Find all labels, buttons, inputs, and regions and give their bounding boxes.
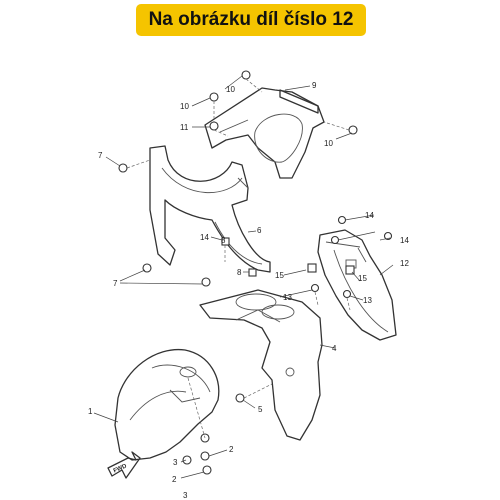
callout-15-left: 15 xyxy=(275,271,284,280)
screw-14-left xyxy=(337,215,347,225)
callout-1: 1 xyxy=(88,407,93,416)
callout-8-upper: 8 xyxy=(221,236,226,245)
callout-3-upper: 3 xyxy=(173,458,178,467)
callout-2-lower: 2 xyxy=(172,475,177,484)
clip-8-lower xyxy=(248,268,257,277)
fwd-arrow-icon: FWD xyxy=(107,451,141,479)
callout-6: 6 xyxy=(257,226,262,235)
banner-title: Na obrázku díl číslo 12 xyxy=(148,9,354,30)
part-1-front-fender xyxy=(114,348,220,461)
bolt-3-lower xyxy=(182,455,192,465)
callout-14-right: 14 xyxy=(400,236,409,245)
bolt-5 xyxy=(235,393,245,403)
clip-15-right xyxy=(345,265,355,275)
leader-lines xyxy=(93,75,394,479)
callout-10-top: 10 xyxy=(226,85,235,94)
fasteners xyxy=(118,70,393,475)
screw-14-mid xyxy=(330,235,340,245)
callout-12: 12 xyxy=(400,259,409,268)
bolt-10-top xyxy=(241,70,251,80)
callout-4: 4 xyxy=(332,344,337,353)
callout-3-lower: 3 xyxy=(183,491,188,500)
part-12-side-cover xyxy=(317,229,397,341)
callout-10-right: 10 xyxy=(324,139,333,148)
callout-8-lower: 8 xyxy=(237,268,242,277)
alignment-lines xyxy=(126,78,351,439)
callout-7-upper: 7 xyxy=(98,151,103,160)
bolt-7-lower-left xyxy=(142,263,152,273)
washer-11 xyxy=(209,121,219,131)
clip-8-upper xyxy=(221,237,230,246)
callout-14-left: 14 xyxy=(200,233,209,242)
callout-13-left: 13 xyxy=(283,293,292,302)
title-banner: Na obrázku díl číslo 12 xyxy=(136,4,366,36)
fwd-label: FWD xyxy=(113,463,129,474)
bolt-7-upper xyxy=(118,163,128,173)
bolt-10-right xyxy=(348,125,358,135)
clip-15-left xyxy=(307,263,317,273)
callout-2-upper: 2 xyxy=(229,445,234,454)
callout-numbers: 9 10 10 11 10 7 6 14 8 8 7 14 14 15 15 1… xyxy=(88,81,409,500)
callout-11: 11 xyxy=(180,123,189,132)
callout-10-left: 10 xyxy=(180,102,189,111)
callout-14-top: 14 xyxy=(365,211,374,220)
screw-13-left xyxy=(310,283,320,293)
callout-13-right: 13 xyxy=(363,296,372,305)
bolt-10-left xyxy=(209,92,219,102)
callout-15-right: 15 xyxy=(358,274,367,283)
callout-5: 5 xyxy=(258,405,263,414)
callout-7-lower: 7 xyxy=(113,279,118,288)
part-6-upper-cowl xyxy=(149,145,271,273)
part-9-bracket xyxy=(204,87,325,179)
callout-9: 9 xyxy=(312,81,317,90)
bolt-2-upper xyxy=(200,451,210,461)
bolt-7-lower-right xyxy=(201,277,211,287)
screw-13-right xyxy=(342,289,352,299)
bolt-2-lower xyxy=(202,465,212,475)
part-4-inner-panel xyxy=(199,289,323,441)
